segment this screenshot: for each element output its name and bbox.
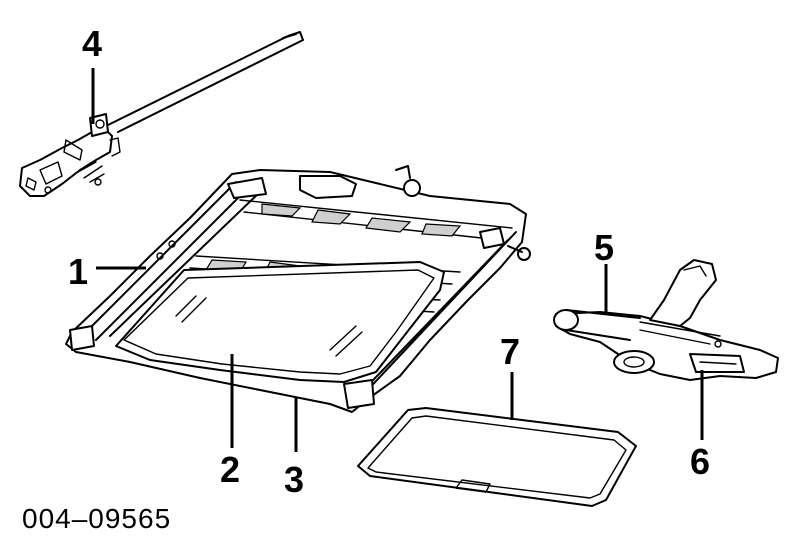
callout-6: 6 <box>690 441 710 482</box>
callout-labels: 1 2 3 4 5 6 7 <box>68 23 710 500</box>
part-7-glass-seal <box>357 407 637 507</box>
callout-7: 7 <box>500 331 520 372</box>
part-5-motor-assembly <box>553 259 779 381</box>
diagram-part-number: 004–09565 <box>22 503 171 534</box>
callout-2: 2 <box>220 449 240 490</box>
callout-5: 5 <box>594 227 614 268</box>
callout-3: 3 <box>284 459 304 500</box>
leader-lines <box>91 68 704 452</box>
part-2-glass-panel <box>115 261 445 383</box>
callout-4: 4 <box>82 23 102 64</box>
callout-1: 1 <box>68 251 88 292</box>
